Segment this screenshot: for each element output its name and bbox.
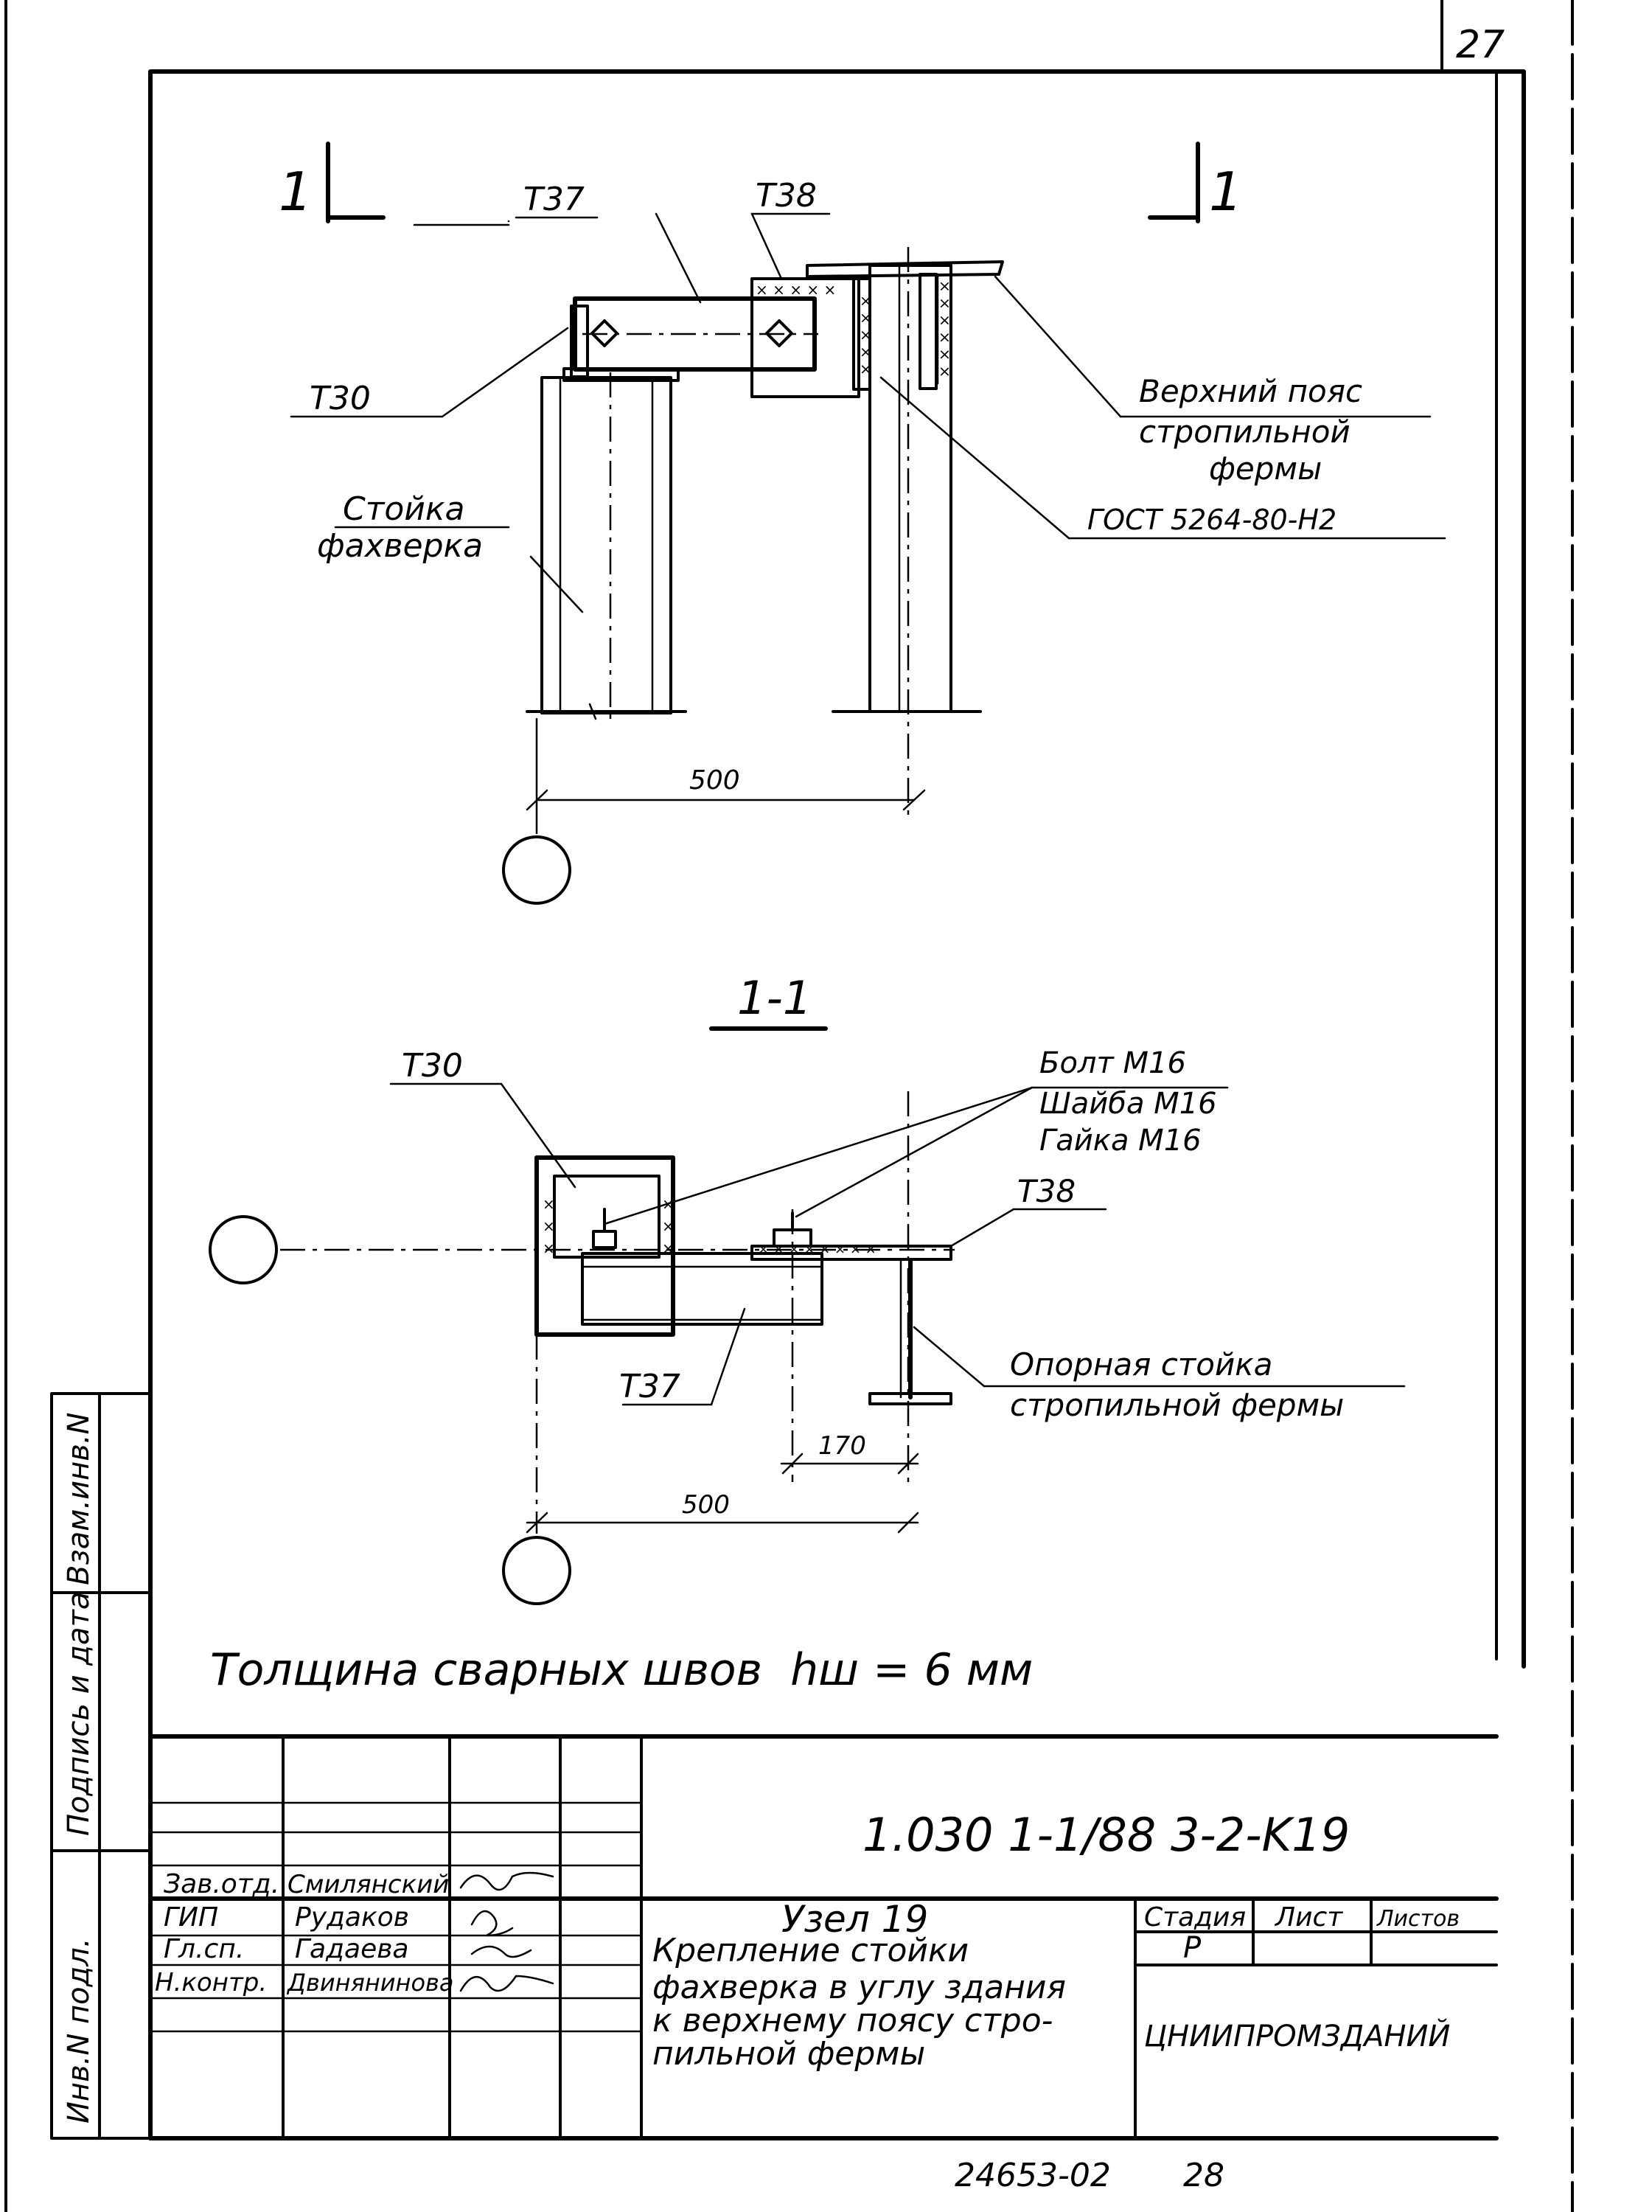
sheets-header: Листов — [1376, 1906, 1460, 1932]
svg-text:Инв.N подл.: Инв.N подл. — [62, 1938, 96, 2124]
svg-text:1: 1 — [279, 161, 313, 223]
inventory-number: 24653-02 — [955, 2157, 1111, 2194]
svg-text:фахверка: фахверка — [317, 527, 483, 565]
svg-text:фермы: фермы — [1209, 451, 1322, 487]
t37-plate-section — [581, 1252, 823, 1326]
label-t37-elevation: Т37 — [523, 181, 585, 218]
node-title: Узел 19 — [781, 1898, 928, 1941]
svg-text:× × × × × ×: × × × × × × — [936, 280, 954, 378]
svg-text:Опорная стойка: Опорная стойка — [1010, 1346, 1272, 1382]
svg-text:Подпись и дата: Подпись и дата — [62, 1592, 96, 1836]
truss-post-elevation — [832, 247, 982, 818]
svg-text:500: 500 — [682, 1490, 730, 1520]
document-code: 1.030 1-1/88 3-2-K19 — [862, 1808, 1350, 1862]
title-block-names: Смилянский Рудаков Гадаева Двинянинова — [286, 1870, 454, 1997]
sheet-frame — [4, 0, 1574, 2212]
sheet-header: Лист — [1274, 1902, 1343, 1933]
section-mark-left: 1 — [279, 142, 386, 223]
svg-text:ГИП: ГИП — [164, 1902, 218, 1933]
label-weld-standard: ГОСТ 5264-80-Н2 — [1087, 504, 1336, 536]
elevation-view: 1 1 — [279, 142, 1446, 905]
axis-marker-section-left — [209, 1215, 278, 1284]
stage-header: Стадия — [1144, 1902, 1246, 1933]
svg-text:×: × — [543, 1217, 555, 1235]
svg-text:Зав.отд.: Зав.отд. — [164, 1869, 279, 1899]
label-t38-elevation: Т38 — [756, 177, 817, 215]
svg-text:Гл.сп.: Гл.сп. — [164, 1934, 244, 1964]
format-number: 28 — [1183, 2157, 1224, 2194]
label-support-post: Опорная стойка стропильной фермы — [1010, 1346, 1344, 1423]
svg-text:Стойка: Стойка — [343, 490, 464, 528]
bolt-1-section — [592, 1208, 617, 1249]
svg-text:фахверка в углу здания: фахверка в углу здания — [652, 1969, 1066, 2006]
dimension-500-elevation: 500 — [526, 717, 926, 835]
svg-text:стропильной: стропильной — [1139, 414, 1350, 450]
label-t37-section: Т37 — [619, 1368, 680, 1405]
svg-text:×: × — [543, 1195, 555, 1213]
title-block-signatures — [459, 1871, 554, 1992]
dimension-170: 170 — [780, 1431, 919, 1475]
left-strip: Взам.инв.N Подпись и дата Инв.N подл. — [50, 1392, 152, 2140]
svg-text:Верхний пояс: Верхний пояс — [1139, 373, 1362, 409]
svg-text:Рудаков: Рудаков — [295, 1902, 409, 1933]
t37-plate-elevation — [570, 296, 818, 378]
title-block: 1.030 1-1/88 3-2-K19 Зав.отд. ГИП Гл.сп.… — [148, 1734, 1499, 2140]
dimension-500-section: 500 — [526, 1490, 919, 1534]
page-number: 27 — [1456, 23, 1505, 67]
label-t38-section: Т38 — [1017, 1173, 1076, 1209]
svg-text:× × × × ×: × × × × × — [857, 295, 875, 375]
svg-text:стропильной фермы: стропильной фермы — [1010, 1387, 1344, 1423]
svg-text:Н.контр.: Н.контр. — [155, 1968, 267, 1997]
label-t30-section: Т30 — [402, 1047, 463, 1085]
section-view: 1-1 × × × × × × × × × × × × × × — [209, 971, 1406, 1605]
svg-text:Гадаева: Гадаева — [295, 1934, 409, 1964]
axis-marker-section-bottom — [502, 1536, 571, 1605]
label-fasteners: Болт М16 Шайба М16 Гайка М16 — [1039, 1046, 1217, 1158]
organization: ЦНИИПРОМЗДАНИЙ — [1144, 2018, 1450, 2053]
section-mark-right: 1 — [1148, 142, 1243, 223]
t30-cap-elevation — [562, 367, 680, 382]
truss-post-section — [868, 1259, 952, 1405]
svg-text:пильной фермы: пильной фермы — [652, 2035, 925, 2073]
svg-text:Взам.инв.N: Взам.инв.N — [62, 1413, 96, 1585]
label-t30-elevation: Т30 — [310, 380, 371, 417]
weld-note: Толщина сварных швов hш = 6 мм — [210, 1644, 1033, 1696]
stage-value: Р — [1183, 1931, 1202, 1965]
svg-text:170: 170 — [818, 1431, 866, 1461]
svg-text:Двинянинова: Двинянинова — [286, 1969, 454, 1997]
label-top-chord: Верхний пояс стропильной фермы — [1139, 373, 1362, 487]
axis-marker-elevation — [502, 835, 571, 905]
facade-post-elevation — [526, 372, 687, 720]
svg-text:500: 500 — [689, 765, 740, 796]
svg-text:Гайка М16: Гайка М16 — [1039, 1124, 1202, 1158]
svg-text:× × × × ×: × × × × × — [756, 281, 836, 299]
label-facade-post: Стойка фахверка — [317, 490, 510, 565]
svg-text:Смилянский: Смилянский — [287, 1870, 449, 1899]
svg-text:×: × — [543, 1239, 555, 1257]
t38-plate-elevation: × × × × × × × × × × × × × × × × — [750, 277, 954, 398]
svg-text:к верхнему поясу стро-: к верхнему поясу стро- — [652, 2002, 1053, 2039]
t30-box-section: × × × × × × — [534, 1155, 675, 1337]
svg-text:Шайба М16: Шайба М16 — [1039, 1087, 1217, 1121]
section-title: 1-1 — [737, 971, 812, 1025]
svg-text:1: 1 — [1209, 161, 1243, 223]
top-chord-elevation — [806, 260, 1004, 390]
node-description: Крепление стойки фахверка в углу здания … — [652, 1932, 1066, 2073]
title-block-roles: Зав.отд. ГИП Гл.сп. Н.контр. — [155, 1869, 279, 1997]
svg-text:Крепление стойки: Крепление стойки — [652, 1932, 969, 1969]
svg-text:×: × — [662, 1217, 675, 1235]
svg-text:Болт М16: Болт М16 — [1039, 1046, 1186, 1080]
